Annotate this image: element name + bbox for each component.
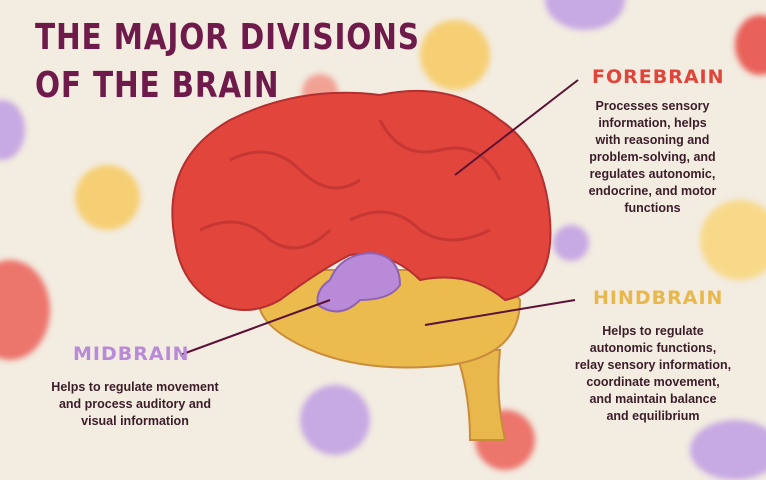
hindbrain-description: Helps to regulate autonomic functions, r… [558,323,748,425]
midbrain-label: MIDBRAIN [73,343,190,365]
desc-line: coordinate movement, [586,375,720,389]
desc-line: and equilibrium [606,409,700,423]
desc-line: functions [624,201,681,215]
decor-dot [553,225,589,261]
title-line-1: THE MAJOR DIVISIONS [35,17,420,58]
desc-line: visual information [81,414,189,428]
brain-illustration [171,79,579,441]
forebrain-pointer [454,79,579,176]
desc-line: with reasoning and [595,133,710,147]
forebrain-description: Processes sensory information, helps wit… [560,98,745,217]
desc-line: and maintain balance [589,392,717,406]
desc-line: Processes sensory [595,99,710,113]
desc-line: endocrine, and motor [588,184,717,198]
midbrain-region [316,251,402,313]
midbrain-description: Helps to regulate movement and process a… [25,379,245,430]
desc-line: relay sensory information, [574,358,732,372]
hindbrain-pointer [424,299,576,326]
desc-line: information, helps [598,116,707,130]
midbrain-pointer [179,299,331,356]
decor-dot [420,20,490,90]
title-line-2: OF THE BRAIN [35,65,280,106]
decor-dot [300,385,370,455]
forebrain-cerebrum [171,89,552,311]
page-title: THE MAJOR DIVISIONS OF THE BRAIN [35,14,420,110]
brainstem [453,349,507,441]
hindbrain-label: HINDBRAIN [593,287,724,309]
desc-line: Helps to regulate movement [51,380,219,394]
forebrain-label: FOREBRAIN [592,66,725,88]
desc-line: regulates autonomic, [589,167,716,181]
desc-line: Helps to regulate [602,324,704,338]
desc-line: autonomic functions, [589,341,717,355]
desc-line: and process auditory and [58,397,212,411]
decor-dot [700,200,766,280]
decor-dot [75,165,140,230]
desc-line: problem-solving, and [589,150,716,164]
